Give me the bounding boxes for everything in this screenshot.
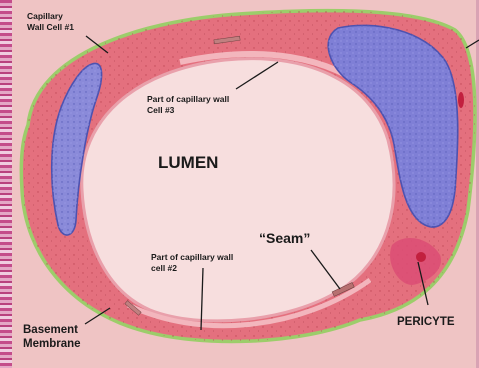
pericyte-nucleus-dot: [416, 252, 426, 262]
label-seam: “Seam”: [259, 230, 310, 246]
leader-offscreen: [466, 40, 479, 48]
label-cell-1-line1: Capillary: [27, 11, 63, 21]
label-cell-3-line2: Cell #3: [147, 105, 175, 115]
label-cell-2-line1: Part of capillary wall: [151, 252, 233, 262]
label-cell-1-line2: Wall Cell #1: [27, 22, 74, 32]
red-cell-fragment: [458, 92, 464, 108]
label-basement-line1: Basement: [23, 324, 78, 336]
label-cell-3-line1: Part of capillary wall: [147, 94, 229, 104]
lumen-area: [82, 59, 394, 321]
label-basement-line2: Membrane: [23, 338, 81, 350]
label-cell-2-line2: cell #2: [151, 263, 177, 273]
label-lumen: LUMEN: [158, 153, 218, 172]
label-pericyte: PERICYTE: [397, 316, 455, 328]
